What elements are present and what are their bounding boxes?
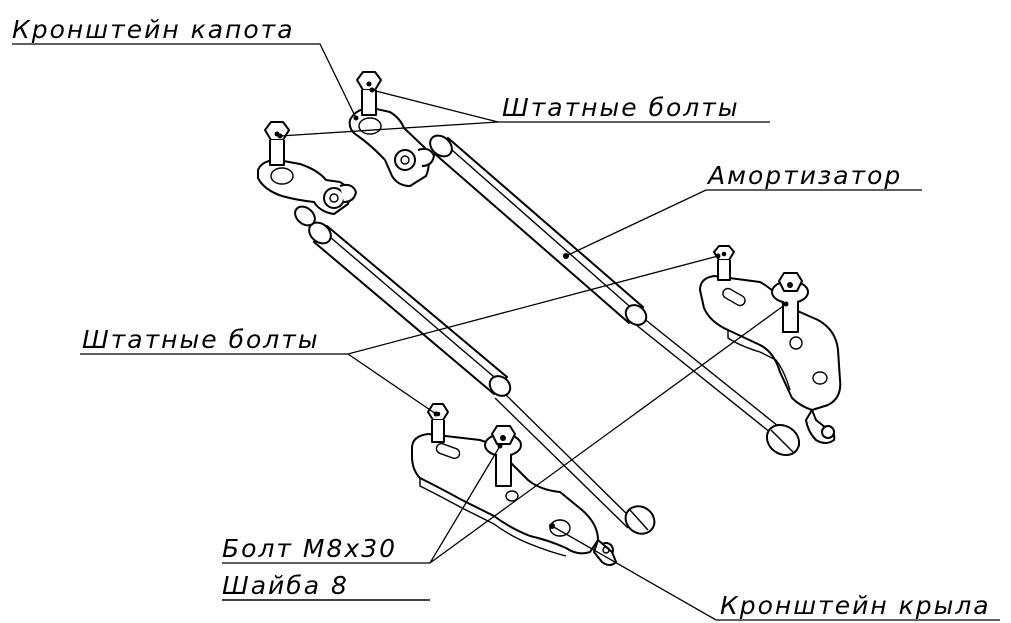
stock-bolt-lower-left (427, 403, 449, 443)
label-washer: Шайба 8 (222, 571, 349, 600)
label-shock-absorber: Амортизатор (706, 161, 902, 190)
fender-bracket-right (699, 275, 842, 444)
gas-strut-right (429, 134, 801, 457)
stock-bolt-top-1 (356, 71, 382, 116)
leader-lines (12, 43, 1000, 621)
bolt-m8-left (484, 425, 522, 487)
label-fender-bracket: Кронштейн крыла (720, 591, 991, 620)
label-bolt: Болт M8x30 (222, 534, 397, 563)
hood-bracket-left (257, 159, 357, 215)
stock-bolt-top-2 (264, 121, 290, 166)
label-stock-bolts-top: Штатные болты (502, 93, 740, 122)
label-stock-bolts-left: Штатные болты (82, 325, 320, 354)
label-hood-bracket: Кронштейн капота (12, 15, 295, 44)
hood-bracket-right (348, 107, 435, 187)
stock-bolt-lower-right (713, 245, 735, 281)
bolt-m8-right (771, 272, 809, 333)
gas-strut-left (294, 205, 656, 535)
